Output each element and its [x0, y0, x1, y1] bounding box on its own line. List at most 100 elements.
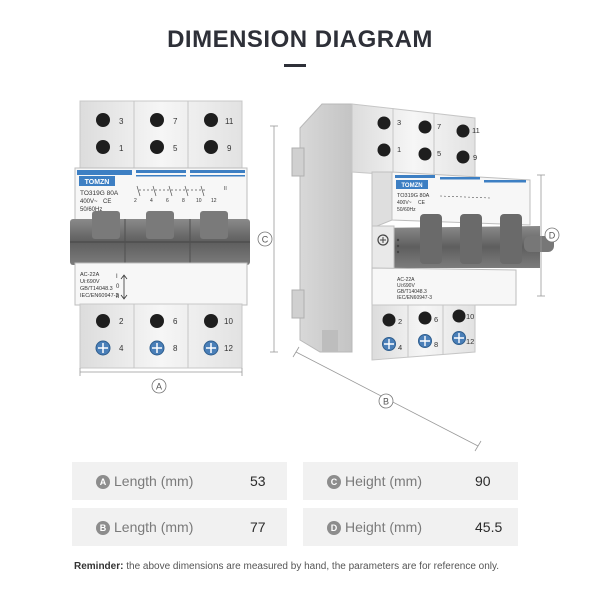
page-title: DIMENSION DIAGRAM [167, 26, 433, 53]
left-top-terminals: 3 1 7 5 11 9 [96, 113, 234, 154]
terminal-hole [150, 113, 164, 127]
spec-label: Length (mm) [114, 519, 194, 535]
terminal-number: 4 [119, 344, 124, 353]
terminal-number: 5 [173, 144, 178, 153]
terminal-number: 7 [437, 122, 441, 131]
badge-a: A [96, 475, 110, 489]
spec-value: 45.5 [475, 519, 503, 535]
switch-schematic [136, 185, 205, 197]
dimension-diagram: 3 1 7 5 11 9 TOMZN TO319G 80A 400V~ CE 5… [70, 100, 560, 452]
terminal-hole [377, 116, 391, 130]
terminal-hole [150, 314, 164, 328]
dimension-a-marker [151, 378, 167, 394]
dimension-d-letter: D [549, 231, 556, 241]
label-stripe [77, 170, 132, 175]
title-underline [284, 64, 306, 67]
terminal-hole [382, 313, 396, 327]
dimension-b-marker [378, 393, 394, 409]
spec-value: 77 [250, 519, 266, 535]
brand-badge [396, 180, 428, 189]
dimension-c-marker [257, 231, 273, 247]
terminal-number: 7 [173, 117, 178, 126]
switch-arrow-icon [120, 274, 128, 300]
schematic-number: 4 [150, 198, 153, 204]
right-lower-panel [371, 267, 517, 306]
side-foot [322, 330, 338, 352]
dimension-b-letter: B [383, 397, 389, 407]
right-bottom-body [371, 304, 476, 361]
spec-line: GB/T14048.3 [80, 286, 113, 292]
label-stripe [484, 180, 526, 183]
terminal-number: 9 [227, 144, 232, 153]
switch-position-ii: II [116, 294, 120, 300]
handle-bar-tip [524, 236, 554, 252]
terminal-hole [418, 120, 432, 134]
terminal-number: 5 [437, 149, 441, 158]
spec-label: Height (mm) [345, 473, 423, 489]
terminal-hole [418, 311, 432, 325]
left-upper-body [79, 100, 243, 172]
model-text: TO319G 80A [397, 193, 430, 199]
right-upper-body [351, 103, 476, 181]
dimension-d-marker [544, 227, 560, 243]
brand-badge [79, 176, 115, 186]
terminal-number: 4 [398, 343, 402, 352]
terminal-number: 2 [119, 317, 124, 326]
schematic-number: 10 [196, 198, 202, 204]
brand-logo-text: TOMZN [85, 179, 110, 186]
right-handle-bar [372, 226, 540, 268]
switch-position-0: 0 [116, 284, 120, 290]
terminal-hole [418, 147, 432, 161]
terminal-number: 8 [434, 340, 438, 349]
right-device-perspective-view: 3 1 7 5 11 9 TOMZN TO319G 80A 400V~ CE 5… [291, 103, 554, 361]
spec-line: AC-22A [397, 277, 415, 283]
terminal-number: 10 [224, 317, 233, 326]
badge-c: C [327, 475, 341, 489]
spec-line: Ui:690V [80, 279, 100, 285]
terminal-number: 3 [119, 117, 124, 126]
label-stripe [190, 170, 245, 173]
badge-d: D [327, 521, 341, 535]
terminal-hole [456, 124, 470, 138]
terminal-hole [452, 309, 466, 323]
dimension-d: D [537, 174, 560, 297]
spec-line: IEC/EN60947-3 [397, 295, 432, 301]
label-stripe [136, 175, 186, 177]
terminal-number: 12 [224, 344, 233, 353]
label-stripe [190, 175, 245, 177]
terminal-hole [150, 140, 164, 154]
terminal-hole [96, 314, 110, 328]
schematic-number: 12 [211, 198, 217, 204]
spec-length-b: B Length (mm) 77 [72, 508, 287, 546]
terminal-hole [377, 143, 391, 157]
terminal-number: 9 [473, 153, 477, 162]
terminal-hole [204, 140, 218, 154]
ce-mark: CE [418, 200, 426, 206]
badge-b: B [96, 521, 110, 535]
lock-screw-icon [377, 234, 389, 246]
label-stripe [440, 177, 480, 180]
spec-label: Length (mm) [114, 473, 194, 489]
voltage-text: 400V~ [80, 199, 98, 205]
dimension-b: B [292, 346, 482, 452]
spec-value: 53 [250, 473, 266, 489]
toggle-lever [460, 214, 482, 264]
terminal-number: 8 [173, 344, 178, 353]
reminder-label: Reminder: [74, 561, 124, 572]
brand-logo-text: TOMZN [401, 183, 422, 189]
din-clip [291, 289, 305, 319]
terminal-number: 6 [434, 315, 438, 324]
terminal-number: 6 [173, 317, 178, 326]
schematic-ii-mark: II [224, 186, 227, 192]
spec-line: IEC/EN60947-3 [80, 293, 119, 299]
dimension-a: A [79, 368, 243, 394]
schematic-number: 8 [182, 198, 185, 204]
terminal-number: 1 [397, 145, 401, 154]
din-clip [291, 147, 305, 177]
terminal-number: 11 [472, 126, 480, 135]
terminal-hole [204, 314, 218, 328]
spec-length-a: A Length (mm) 53 [72, 462, 287, 500]
terminal-number: 1 [119, 144, 124, 153]
